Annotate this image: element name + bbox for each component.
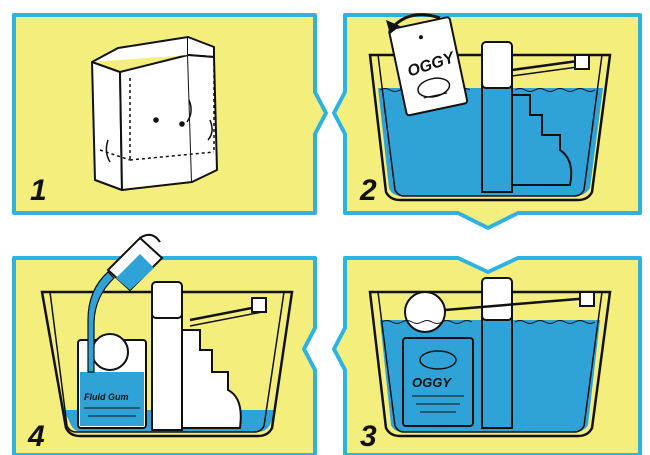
step-number-4: 4 — [27, 420, 45, 453]
tank-illustration-2 — [368, 41, 612, 202]
step-number-2: 2 — [359, 174, 377, 207]
step-2-panel: OGGY 2 — [332, 13, 642, 230]
water-stream — [87, 271, 115, 373]
pouring-cup — [106, 233, 164, 292]
step-number-1: 1 — [30, 174, 47, 207]
step-1-panel: 1 — [12, 13, 328, 215]
tank-illustration-3: OGGY — [368, 277, 612, 438]
folded-bag-illustration — [91, 36, 218, 191]
packet-print-line: Fluid Gum — [84, 392, 129, 402]
step-4-panel: Fluid Gum 4 — [12, 233, 317, 455]
falling-packet: OGGY — [388, 16, 469, 117]
step-3-panel: OGGY 3 — [332, 256, 642, 455]
arrowhead-icon — [386, 20, 400, 34]
step-number-3: 3 — [360, 420, 377, 453]
submerged-packet-logo-text: OGGY — [412, 375, 452, 390]
